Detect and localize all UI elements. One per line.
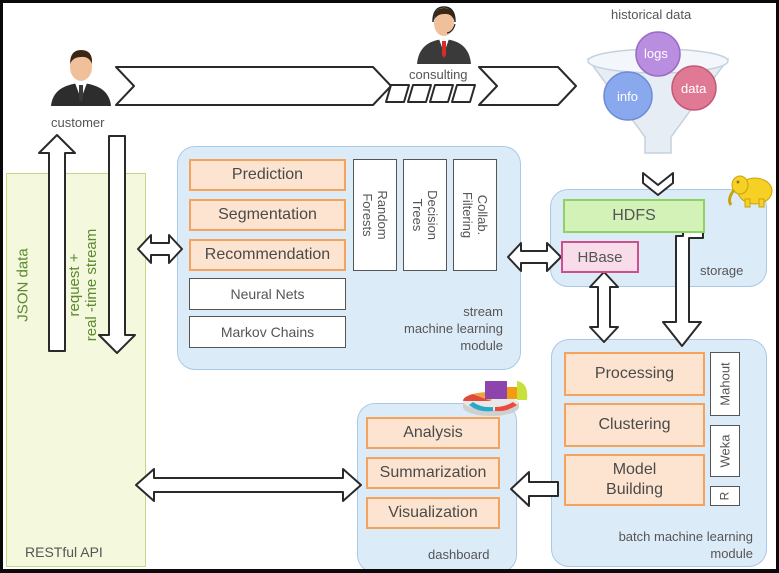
segmentation-box: Segmentation (189, 199, 346, 231)
collab-filtering-box: Collab. Filtering (453, 159, 497, 271)
prediction-box: Prediction (189, 159, 346, 191)
processing-box: Processing (564, 352, 705, 396)
stream-module-label: stream machine learning module (403, 304, 503, 353)
collab-filtering-text: Collab. Filtering (460, 191, 490, 239)
r-box: R (710, 486, 740, 506)
decision-trees-text: Decision Trees (410, 190, 440, 240)
recommendation-box: Recommendation (189, 239, 346, 271)
person-icon-consulting (417, 6, 471, 64)
architecture-diagram: RESTful API (3, 3, 776, 569)
data-label: data (681, 81, 707, 96)
historical-data-title: historical data (611, 7, 692, 22)
hbase-box: HBase (561, 241, 639, 273)
r-text: R (717, 491, 732, 501)
json-data-text: JSON data (14, 248, 32, 322)
summarization-box: Summarization (366, 457, 500, 489)
data-circle (671, 65, 717, 111)
batch-module-label: batch machine learning module (618, 529, 753, 561)
info-label: info (617, 89, 638, 104)
pie-chart-icon (462, 381, 528, 416)
weka-box: Weka (710, 425, 740, 477)
mahout-text: Mahout (717, 362, 733, 406)
logs-label: logs (644, 46, 668, 61)
api-dashboard-arrow (135, 468, 362, 502)
hdfs-processing-arrow (662, 226, 704, 347)
flow-chevrons-right (385, 66, 577, 106)
funnel-down-chevron (642, 172, 674, 196)
request-stream-text-wrap: request + real -time stream (63, 225, 103, 345)
consulting-label: consulting (409, 67, 468, 82)
request-stream-text: request + real -time stream (66, 228, 100, 342)
random-forests-box: Random Forests (353, 159, 397, 271)
hdfs-box: HDFS (563, 199, 705, 233)
flow-chevrons-left (115, 66, 392, 106)
api-stream-arrow (137, 234, 183, 264)
mahout-box: Mahout (710, 352, 740, 416)
analysis-box: Analysis (366, 417, 500, 449)
visualization-box: Visualization (366, 497, 500, 529)
elephant-icon (728, 175, 773, 208)
neural-nets-box: Neural Nets (189, 278, 346, 310)
storage-label: storage (700, 263, 744, 278)
customer-label: customer (51, 115, 105, 130)
hbase-processing-arrow (589, 271, 619, 343)
decision-trees-box: Decision Trees (403, 159, 447, 271)
clustering-box: Clustering (564, 403, 705, 447)
markov-chains-box: Markov Chains (189, 316, 346, 348)
up-arrow-json (38, 134, 76, 352)
restful-api-label: RESTful API (25, 544, 103, 560)
random-forests-text: Random Forests (360, 190, 390, 240)
stream-hbase-arrow (507, 242, 562, 272)
down-arrow-request (98, 135, 136, 354)
logs-circle (635, 31, 681, 77)
model-building-box: Model Building (564, 454, 705, 506)
batch-dashboard-arrow (510, 471, 559, 507)
dashboard-label: dashboard (428, 547, 490, 562)
person-icon-customer (51, 50, 111, 106)
info-circle (603, 71, 653, 121)
weka-text: Weka (717, 434, 733, 468)
json-data-text-wrap: JSON data (11, 235, 35, 335)
